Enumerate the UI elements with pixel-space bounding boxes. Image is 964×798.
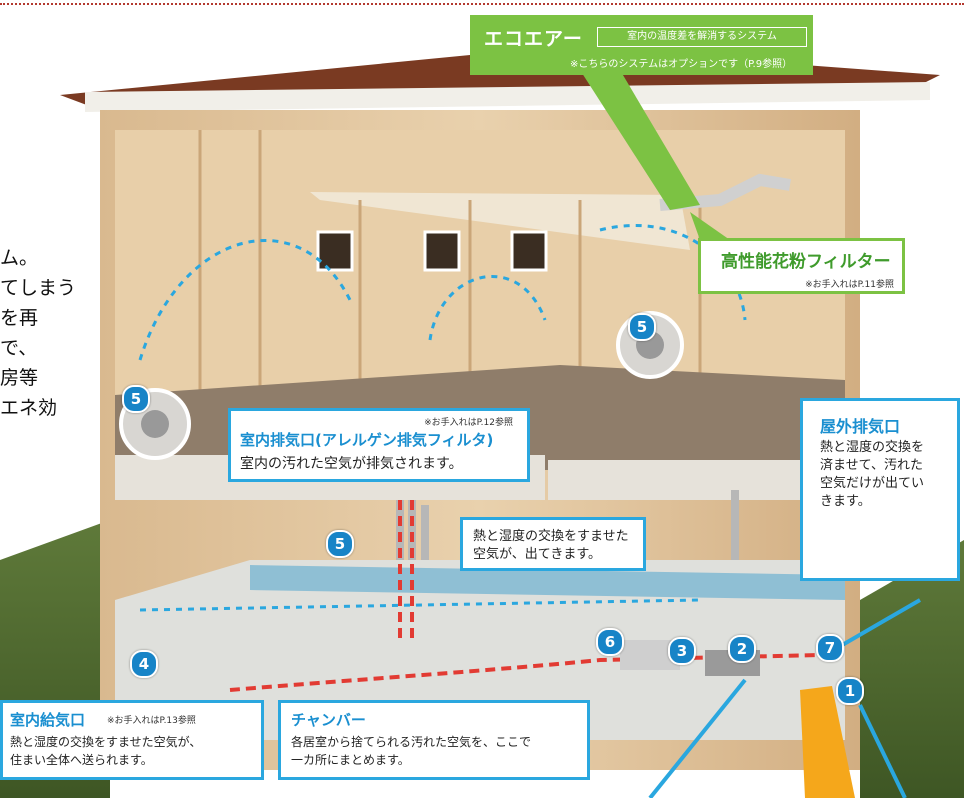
pollen-filter-note: ※お手入れはP.11参照 <box>805 280 894 290</box>
orange-beam <box>800 686 855 798</box>
outdoor-exhaust-line-3: 空気だけが出てい <box>820 476 925 491</box>
outdoor-exhaust-callout: 屋外排気口 熱と湿度の交換を 済ませて、汚れた 空気だけが出てい きます。 <box>800 398 960 581</box>
lower-floor <box>115 560 845 740</box>
marker-1: 1 <box>836 677 864 705</box>
window-3 <box>510 230 548 272</box>
outdoor-exhaust-line-1: 熱と湿度の交換を <box>820 440 925 455</box>
ceiling <box>310 192 690 250</box>
marker-5-upper-left: 5 <box>122 385 150 413</box>
left-paragraph: ム。 てしまう を再 で、 房等 エネ効 <box>0 243 80 423</box>
marker-7: 7 <box>816 634 844 662</box>
heat-exchange-line-1: 熱と湿度の交換をすませた <box>473 529 629 544</box>
chamber-line-2: 一カ所にまとめます。 <box>291 753 410 767</box>
eco-air-title: エコエアー <box>484 28 583 50</box>
marker-2: 2 <box>728 635 756 663</box>
heat-exchange-body: 熱と湿度の交換をすませた 空気が、出てきます。 <box>473 528 629 564</box>
left-line-4: で、 <box>0 337 38 359</box>
marker-5-lower: 5 <box>326 530 354 558</box>
outdoor-exhaust-body: 熱と湿度の交換を 済ませて、汚れた 空気だけが出てい きます。 <box>820 439 924 511</box>
eco-air-banner: エコエアー 室内の温度差を解消するシステム ※こちらのシステムはオプションです（… <box>470 15 813 75</box>
heat-exchange-callout: 熱と湿度の交換をすませた 空気が、出てきます。 <box>460 517 646 571</box>
left-line-2: てしまう <box>0 277 77 299</box>
indoor-supply-title: 室内給気口 <box>10 711 86 729</box>
pollen-filter-title: 高性能花粉フィルター <box>721 252 891 272</box>
marker-6: 6 <box>596 628 624 656</box>
eco-air-tag: 室内の温度差を解消するシステム <box>597 27 807 47</box>
window-1 <box>316 230 354 272</box>
outdoor-exhaust-title: 屋外排気口 <box>820 417 901 436</box>
indoor-supply-line-2: 住まい全体へ送られます。 <box>10 753 153 767</box>
heat-exchange-line-2: 空気が、出てきます。 <box>473 547 602 562</box>
chamber-callout: チャンバー 各居室から捨てられる汚れた空気を、ここで 一カ所にまとめます。 <box>278 700 590 780</box>
left-line-3: を再 <box>0 307 39 329</box>
chamber-body: 各居室から捨てられる汚れた空気を、ここで 一カ所にまとめます。 <box>291 733 531 769</box>
marker-4: 4 <box>130 650 158 678</box>
eco-air-note: ※こちらのシステムはオプションです（P.9参照） <box>570 59 793 70</box>
indoor-supply-line-1: 熱と湿度の交換をすませた空気が、 <box>10 735 202 749</box>
roof-fascia <box>85 82 930 112</box>
indoor-supply-note: ※お手入れはP.13参照 <box>107 716 196 726</box>
pollen-filter-callout: 高性能花粉フィルター ※お手入れはP.11参照 <box>698 238 905 294</box>
floor-edge-right <box>548 460 845 500</box>
grass-right <box>860 540 964 798</box>
outdoor-exhaust-line-2: 済ませて、汚れた <box>820 458 923 473</box>
indoor-supply-callout: 室内給気口 ※お手入れはP.13参照 熱と湿度の交換をすませた空気が、 住まい全… <box>0 700 264 780</box>
left-line-5: 房等 <box>0 367 39 389</box>
chamber-title: チャンバー <box>291 711 366 729</box>
outdoor-exhaust-line-4: きます。 <box>820 494 871 509</box>
indoor-exhaust-callout: ※お手入れはP.12参照 室内排気口(アレルゲン排気フィルタ) 室内の汚れた空気… <box>228 408 530 482</box>
indoor-exhaust-body: 室内の汚れた空気が排気されます。 <box>240 456 463 472</box>
marker-5-upper-right: 5 <box>628 313 656 341</box>
eco-air-pointer <box>580 70 700 210</box>
top-dotted-rule <box>0 3 964 5</box>
left-line-6: エネ効 <box>0 397 58 419</box>
chamber-line-1: 各居室から捨てられる汚れた空気を、ここで <box>291 735 532 749</box>
left-line-1: ム。 <box>0 247 39 269</box>
indoor-exhaust-title: 室内排気口(アレルゲン排気フィルタ) <box>240 431 494 449</box>
indoor-exhaust-note: ※お手入れはP.12参照 <box>424 418 513 428</box>
pollen-pointer <box>690 212 730 240</box>
marker-3: 3 <box>668 637 696 665</box>
window-2 <box>423 230 461 272</box>
indoor-supply-body: 熱と湿度の交換をすませた空気が、 住まい全体へ送られます。 <box>10 733 201 769</box>
